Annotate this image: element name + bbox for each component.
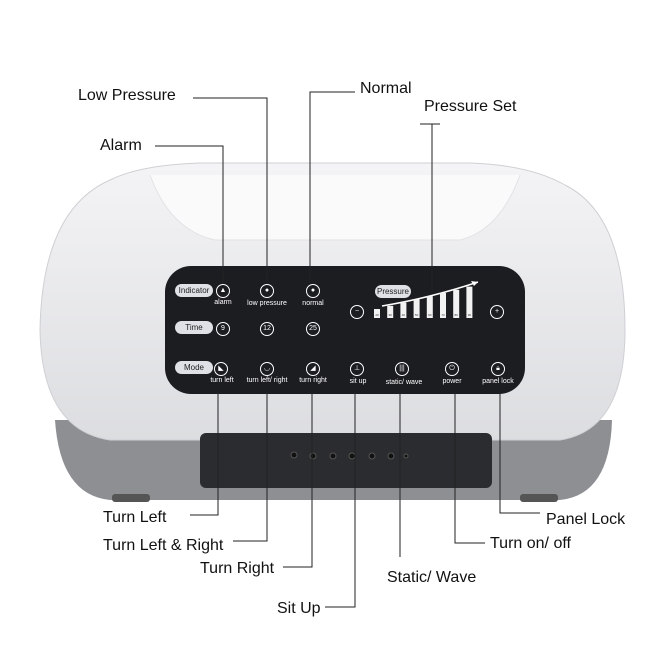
pressure-level-label: 60 [428,313,432,317]
indicator-label: Indicator [175,284,213,297]
power-text: power [442,378,462,385]
pressure-level-label: 20 [375,313,379,317]
time-12-button[interactable]: 12 [260,322,274,336]
turn-left-text: turn left [210,377,234,384]
pressure-level-label: 50 [415,313,419,317]
pressure-level-bar-40 [400,302,407,318]
pressure-level-bar-70 [440,293,446,318]
static-wave-text: static/ wave [385,379,423,386]
pressure-level-label: 90 [468,313,472,317]
sit-up-button[interactable]: ⊥ [350,362,364,376]
callout-turn-left: Turn Left [103,509,167,526]
pressure-plus-button[interactable]: + [490,305,504,319]
power-button[interactable]: ⏻ [445,362,459,376]
front-port-panel [200,433,492,488]
turn-right-button[interactable]: ◢ [306,362,320,376]
leader-lines [155,91,540,608]
turn-left-right-text: turn left/ right [246,377,288,384]
callout-panel-lock: Panel Lock [546,511,626,528]
pressure-level-label: 70 [441,313,445,317]
sit-up-text: sit up [349,378,367,385]
callout-pressure-set: Pressure Set [424,98,517,115]
normal-indicator-icon: ● [306,284,320,298]
time-9-button[interactable]: 9 [216,322,230,336]
pressure-level-bar-90 [466,286,473,318]
pressure-level-bar-50 [413,299,420,318]
callout-turn-left-right: Turn Left & Right [103,537,224,554]
alarm-text: alarm [214,299,232,306]
alarm-icon: ▲ [216,284,230,298]
time-25-button[interactable]: 25 [306,322,320,336]
static-wave-button[interactable]: ||| [395,362,409,376]
callout-turn-right: Turn Right [200,560,275,577]
panel-lock-text: panel lock [482,378,514,385]
turn-right-text: turn right [299,377,327,384]
pressure-level-bar-20 [374,309,380,318]
turn-left-button[interactable]: ◣ [214,362,228,376]
pressure-label: Pressure [375,285,411,298]
callout-alarm: Alarm [100,137,142,154]
pressure-level-label: 40 [402,313,406,317]
time-text: Time [185,323,203,332]
control-panel [165,266,525,394]
normal-text: normal [302,300,324,307]
callout-normal: Normal [360,80,412,97]
panel-lock-button[interactable]: 🔒︎ [491,362,505,376]
mode-label: Mode [175,361,213,374]
pressure-level-bar-60 [426,296,433,318]
pressure-minus-button[interactable]: − [350,305,364,319]
callout-low-pressure: Low Pressure [78,87,176,104]
callout-turn-on-off: Turn on/ off [490,535,571,552]
pressure-level-label: 30 [389,313,393,317]
low-pressure-text: low pressure [247,300,287,307]
turn-left-right-button[interactable]: ◡ [260,362,274,376]
callout-static-wave: Static/ Wave [387,569,477,586]
callout-sit-up: Sit Up [277,600,321,617]
pressure-level-label: 80 [455,313,459,317]
pressure-level-bar-30 [387,305,394,318]
pressure-level-bar-80 [453,289,460,318]
time-label: Time [175,321,213,334]
low-pressure-indicator-icon: ● [260,284,274,298]
